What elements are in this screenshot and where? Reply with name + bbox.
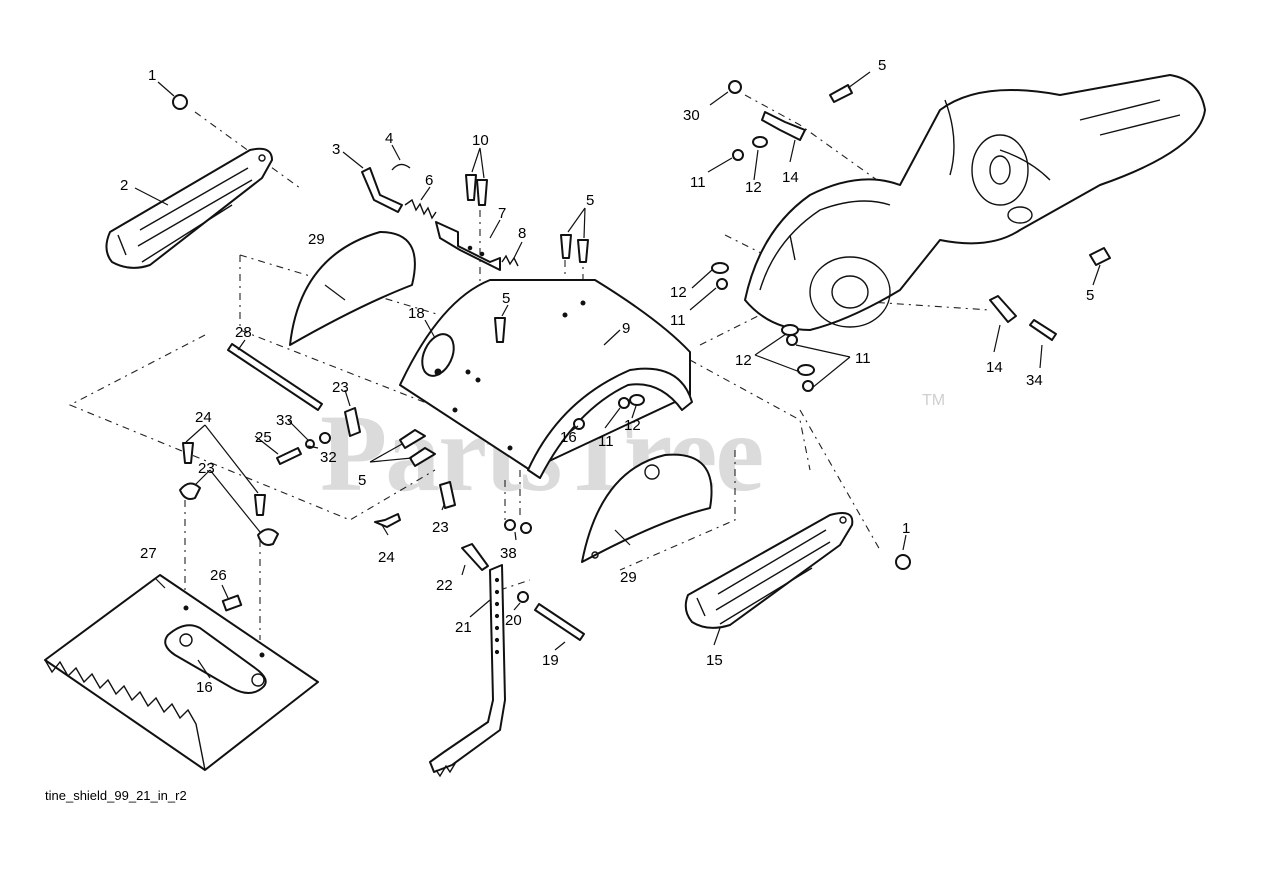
rod: [227, 343, 323, 411]
nuts-washers: [172, 80, 911, 603]
pin: [534, 603, 585, 641]
callout-23: 23: [332, 379, 349, 396]
callout-20: 20: [505, 612, 522, 629]
brackets: [179, 111, 1017, 546]
leader-lines: [134, 71, 1101, 679]
callout-8: 8: [518, 225, 526, 242]
callout-21: 21: [455, 619, 472, 636]
gear-housing: [744, 74, 1206, 331]
callout-2: 2: [120, 177, 128, 194]
depth-bar: [429, 564, 506, 778]
callout-16: 16: [560, 429, 577, 446]
foot-plate-right: [684, 512, 854, 629]
fasteners: [182, 84, 1111, 571]
callout-27: 27: [140, 545, 157, 562]
callout-11: 11: [598, 433, 614, 450]
tine-hood: [399, 279, 693, 479]
callout-4: 4: [385, 130, 393, 147]
callout-10: 10: [472, 132, 489, 149]
callout-12: 12: [735, 352, 752, 369]
callout-9: 9: [622, 320, 630, 337]
watermark-trademark: TM: [922, 392, 945, 409]
callout-34: 34: [1026, 372, 1043, 389]
callout-11: 11: [670, 312, 686, 329]
diagram-caption: tine_shield_99_21_in_r2: [45, 788, 187, 803]
callout-18: 18: [408, 305, 425, 322]
callout-30: 30: [683, 107, 700, 124]
callout-5: 5: [358, 472, 366, 489]
side-shield-left: [289, 231, 416, 346]
latch-assembly: [361, 163, 519, 271]
callout-29: 29: [620, 569, 637, 586]
callout-24: 24: [378, 549, 395, 566]
callout-25: 25: [255, 429, 272, 446]
callout-11: 11: [855, 350, 871, 367]
callout-7: 7: [498, 205, 506, 222]
callout-11: 11: [690, 174, 706, 191]
callout-19: 19: [542, 652, 559, 669]
callout-29: 29: [308, 231, 325, 248]
callout-6: 6: [425, 172, 433, 189]
callout-24: 24: [195, 409, 212, 426]
callout-3: 3: [332, 141, 340, 158]
callout-12: 12: [624, 417, 641, 434]
callout-23: 23: [432, 519, 449, 536]
callout-1: 1: [148, 67, 156, 84]
callout-32: 32: [320, 449, 337, 466]
pin-small: [276, 447, 302, 465]
callout-1: 1: [902, 520, 910, 537]
callout-38: 38: [500, 545, 517, 562]
callout-12: 12: [745, 179, 762, 196]
callout-23: 23: [198, 460, 215, 477]
callout-5: 5: [878, 57, 886, 74]
side-shield-right: [581, 453, 713, 563]
callout-12: 12: [670, 284, 687, 301]
callout-5: 5: [502, 290, 510, 307]
callout-26: 26: [210, 567, 227, 584]
callout-14: 14: [986, 359, 1003, 376]
assembly-lines: [68, 94, 991, 640]
callout-14: 14: [782, 169, 799, 186]
callout-numbers: 1 1 2 3 4 5 5 5 5 5 6 7 8 9 10 11 11 11 …: [120, 57, 1094, 696]
callout-5: 5: [586, 192, 594, 209]
callout-33: 33: [276, 412, 293, 429]
callout-22: 22: [436, 577, 453, 594]
foot-plate-left: [105, 147, 273, 269]
callout-15: 15: [706, 652, 723, 669]
callout-28: 28: [235, 324, 252, 341]
tine-plate: [44, 574, 319, 771]
callout-5: 5: [1086, 287, 1094, 304]
callout-16: 16: [196, 679, 213, 696]
